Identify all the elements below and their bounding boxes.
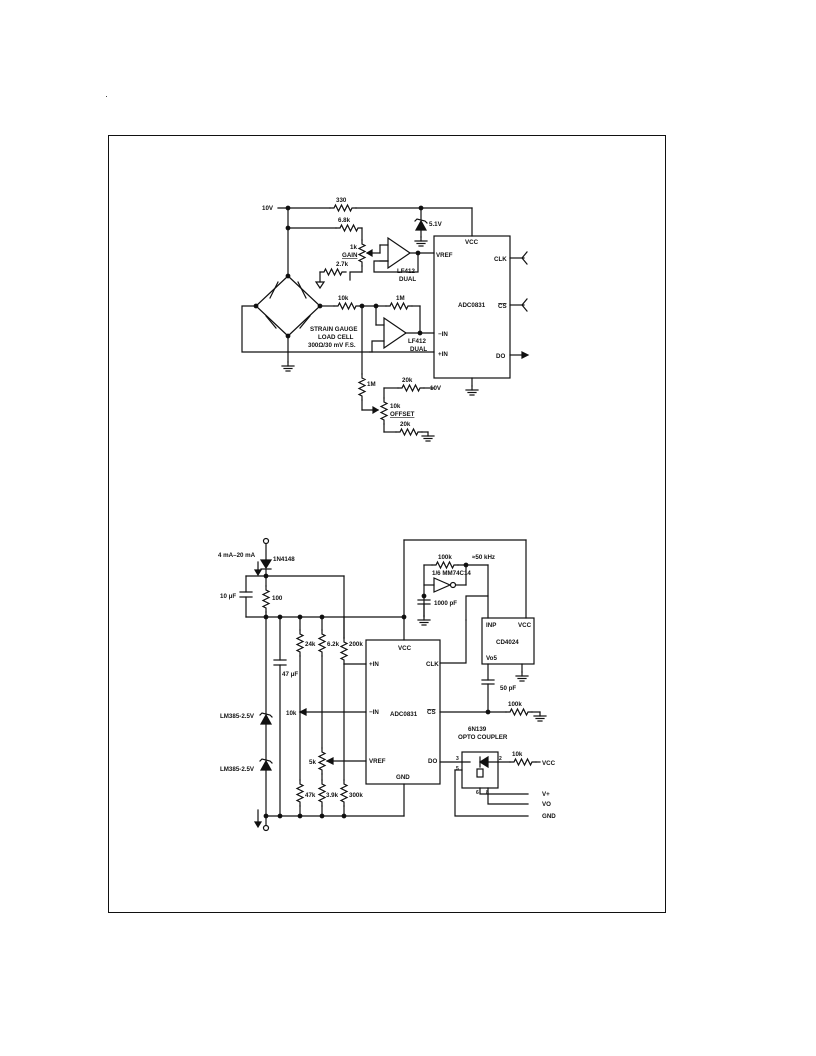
cap-1000p-label: 1000 pF <box>434 600 457 607</box>
opto-pin8: 8 <box>486 790 489 796</box>
r10k-opto-label: 10k <box>512 751 523 758</box>
r330-label: 330 <box>336 197 347 204</box>
opto-pin2: 2 <box>499 756 502 762</box>
adc2-plus-in-pin: +IN <box>369 661 379 668</box>
adc2-cs-pin: CS <box>427 709 436 716</box>
adc2-clk-pin: CLK <box>426 661 439 668</box>
diode-label: 1N4148 <box>273 556 295 563</box>
zener-label: 5.1V <box>429 221 443 228</box>
r1m-offset-label: 1M <box>367 381 376 388</box>
adc2-gnd-pin: GND <box>396 774 410 781</box>
pot-10k-label: 10k <box>390 403 401 410</box>
pot-10k-label: 10k <box>286 710 297 717</box>
adc2-name: ADC0831 <box>390 711 418 718</box>
pot-1k-label: 1k <box>350 244 357 251</box>
opto-pin3: 3 <box>456 756 459 762</box>
r200k-label: 200k <box>349 641 363 648</box>
r1m-fb-label: 1M <box>396 295 405 302</box>
cap-47u-label: 47 μF <box>282 671 298 678</box>
offset-10v-label: 10V <box>430 385 442 392</box>
r100k-osc-label: 100k <box>438 554 452 561</box>
adc2-do-pin: DO <box>428 758 437 765</box>
sensor-line1: STRAIN GAUGE <box>310 326 357 333</box>
counter-q5-pin: Vo5 <box>486 655 497 662</box>
out-vplus-label: V+ <box>542 791 550 798</box>
r10k-label: 10k <box>338 295 349 302</box>
r47k-label: 47k <box>305 792 316 799</box>
page-mark <box>106 96 107 97</box>
r20k-upper-label: 20k <box>402 377 413 384</box>
cap-10u-label: 10 μF <box>220 593 236 600</box>
r100k-cs-label: 100k <box>508 701 522 708</box>
adc1-vcc-label: VCC <box>465 239 479 246</box>
gain-label: GAIN <box>342 252 358 259</box>
offset-label: OFFSET <box>390 411 415 418</box>
inverter-label: 1/6 MM74C14 <box>432 570 471 577</box>
adc1-do-pin: DO <box>496 353 505 360</box>
counter-inp-pin: INP <box>486 622 496 629</box>
opamp2-sub: DUAL <box>410 346 427 353</box>
r3-9k-label: 3.9k <box>326 792 339 799</box>
adc2-vcc-pin: VCC <box>398 645 412 652</box>
r20k-lower-label: 20k <box>400 421 411 428</box>
opto-vcc-label: VCC <box>542 760 556 767</box>
cap-50p-label: 50 pF <box>500 685 516 692</box>
strain-gauge-circuit <box>241 204 530 442</box>
opto-label: OPTO COUPLER <box>458 734 508 741</box>
sensor-line3: 300Ω/30 mV F.S. <box>308 342 356 349</box>
opamp1-sub: DUAL <box>399 276 416 283</box>
out-gnd-label: GND <box>542 813 556 820</box>
adc1-cs-pin: CS <box>498 303 507 310</box>
opto-name: 6N139 <box>468 726 487 733</box>
opto-pin6: 6 <box>476 790 479 796</box>
r6-2k-label: 6.2k <box>327 641 340 648</box>
figure-frame <box>108 135 666 913</box>
adc1-minus-in-pin: −IN <box>438 331 448 338</box>
current-loop-labels: 4 mA–20 mA 1N4148 10 μF 100 100k ≈50 kHz… <box>218 552 556 820</box>
adc1-name: ADC0831 <box>458 302 486 309</box>
strain-gauge-labels: 10V 330 5.1V VCC 6.8k 1k GAIN 2.7k LF412… <box>262 197 507 428</box>
adc1-vref-pin: VREF <box>436 252 453 259</box>
r100-label: 100 <box>272 595 283 602</box>
r6-8k-label: 6.8k <box>338 217 351 224</box>
loop-current-label: 4 mA–20 mA <box>218 552 256 559</box>
r24k-label: 24k <box>305 641 316 648</box>
adc2-vref-pin: VREF <box>369 758 386 765</box>
counter-name: CD4024 <box>496 639 519 646</box>
r2-7k-label: 2.7k <box>336 261 349 268</box>
sensor-line2: LOAD CELL <box>318 334 354 341</box>
opamp2-name: LF412 <box>408 338 426 345</box>
current-loop-circuit <box>239 537 547 832</box>
adc1-clk-pin: CLK <box>494 256 507 263</box>
r300k-label: 300k <box>349 792 363 799</box>
pot-5k-label: 5k <box>309 759 316 766</box>
out-vo-label: VO <box>542 801 551 808</box>
supply-10v-label: 10V <box>262 205 274 212</box>
opto-pin5: 5 <box>456 766 459 772</box>
ref2-label: LM385-2.5V <box>220 766 255 773</box>
ref1-label: LM385-2.5V <box>220 713 255 720</box>
freq-label: ≈50 kHz <box>472 554 495 561</box>
counter-vcc-pin: VCC <box>518 622 532 629</box>
adc1-plus-in-pin: +IN <box>438 351 448 358</box>
adc2-minus-in-pin: −IN <box>369 709 379 716</box>
opamp1-name: LF412 <box>397 268 415 275</box>
